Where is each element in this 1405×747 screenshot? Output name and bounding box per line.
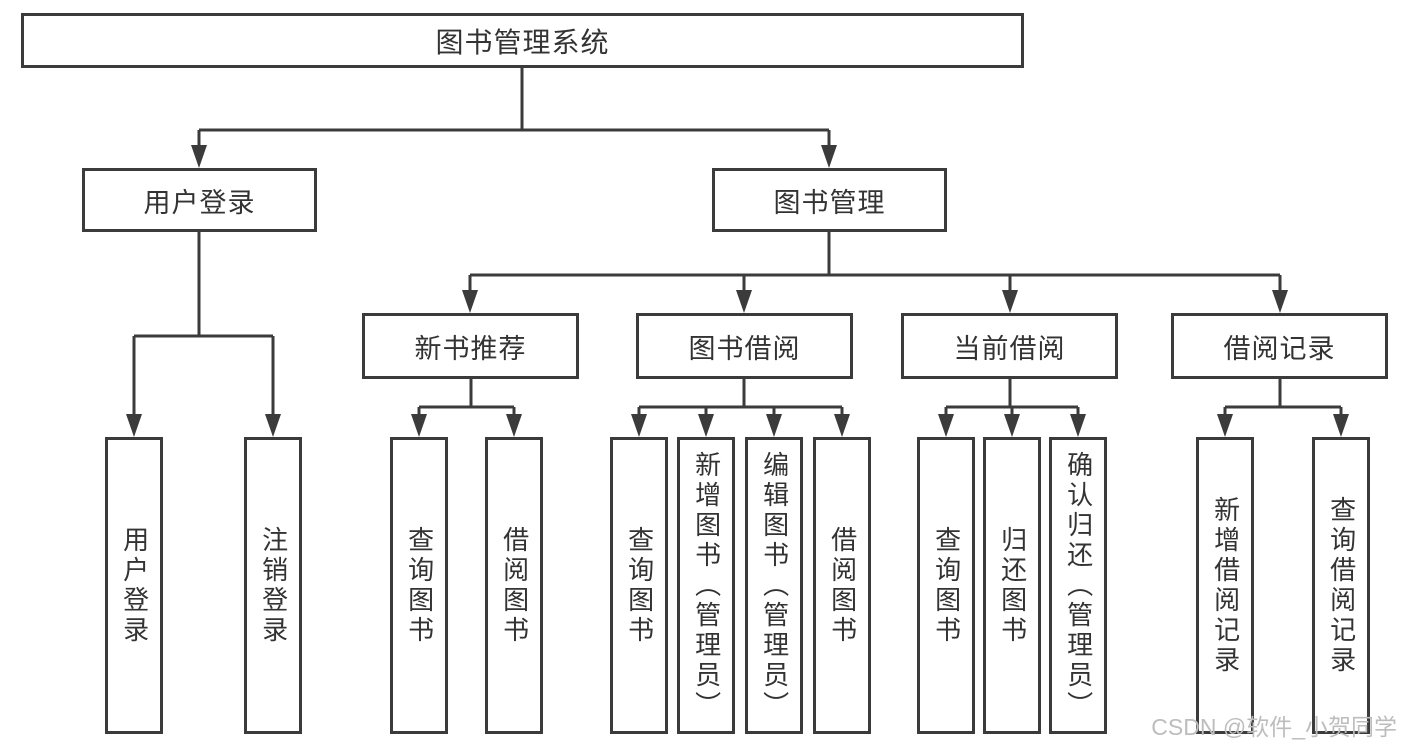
- leaf-query-books-recommend: 查询图书: [390, 437, 448, 734]
- node-label: 查询图书: [931, 525, 962, 646]
- leaf-query-books-current: 查询图书: [917, 437, 975, 734]
- node-label: 查询图书: [404, 525, 435, 646]
- leaf-user-login: 用户登录: [105, 437, 163, 734]
- node-label: 确认归还（管理员）: [1063, 450, 1094, 721]
- node-label: 图书借阅: [688, 333, 801, 364]
- node-book-borrowing: 图书借阅: [636, 313, 853, 379]
- node-label: 图书管理系统: [435, 26, 610, 58]
- leaf-borrow-books-borrowing: 借阅图书: [813, 437, 871, 734]
- node-label: 归还图书: [997, 525, 1028, 646]
- node-label: 图书管理: [773, 187, 886, 218]
- node-user-login: 用户登录: [82, 168, 317, 232]
- node-library-system: 图书管理系统: [21, 13, 1024, 68]
- leaf-edit-books-admin: 编辑图书（管理员）: [745, 437, 803, 734]
- node-label: 借阅图书: [499, 525, 530, 646]
- node-label: 新增借阅记录: [1210, 495, 1241, 676]
- node-label: 查询图书: [624, 525, 655, 646]
- leaf-add-borrow-record: 新增借阅记录: [1196, 437, 1254, 734]
- node-label: 编辑图书（管理员）: [759, 450, 790, 721]
- node-book-management: 图书管理: [712, 168, 947, 232]
- leaf-logout: 注销登录: [244, 437, 302, 734]
- leaf-query-books-borrowing: 查询图书: [610, 437, 668, 734]
- node-new-book-recommend: 新书推荐: [362, 313, 579, 379]
- node-label: 借阅图书: [827, 525, 858, 646]
- node-label: 查询借阅记录: [1326, 495, 1357, 676]
- node-label: 用户登录: [119, 525, 150, 646]
- leaf-add-books-admin: 新增图书（管理员）: [677, 437, 735, 734]
- node-borrowing-records: 借阅记录: [1171, 313, 1388, 379]
- leaf-borrow-books-recommend: 借阅图书: [485, 437, 543, 734]
- node-current-borrowing: 当前借阅: [901, 313, 1118, 379]
- leaf-return-books: 归还图书: [983, 437, 1041, 734]
- node-label: 借阅记录: [1223, 333, 1336, 364]
- node-label: 新书推荐: [414, 333, 527, 364]
- watermark: CSDN @软件_小贺同学: [1151, 714, 1397, 740]
- node-label: 注销登录: [258, 525, 289, 646]
- node-label: 新增图书（管理员）: [691, 450, 722, 721]
- node-label: 用户登录: [143, 187, 256, 218]
- leaf-query-borrow-record: 查询借阅记录: [1312, 437, 1370, 734]
- arrowheads: [126, 145, 1349, 437]
- leaf-confirm-return-admin: 确认归还（管理员）: [1049, 437, 1107, 734]
- node-label: 当前借阅: [953, 333, 1066, 364]
